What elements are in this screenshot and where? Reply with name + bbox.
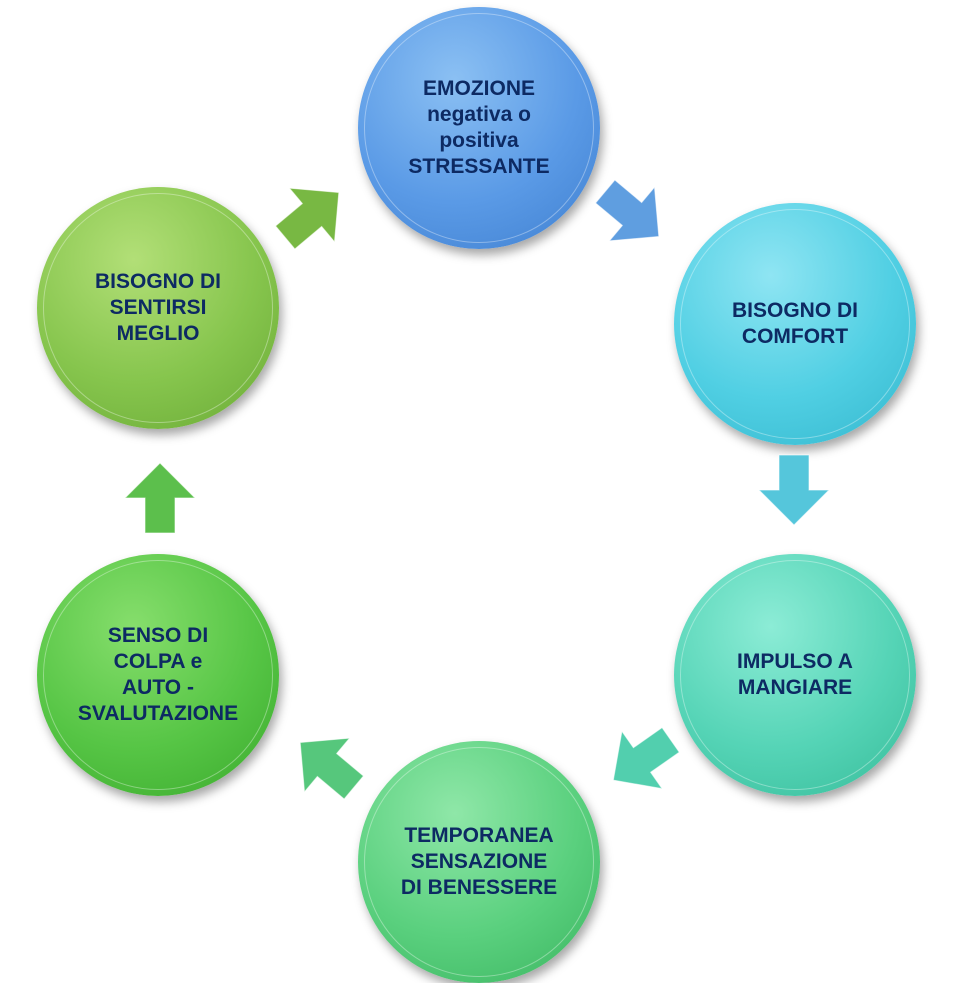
arrow-shape <box>299 737 365 800</box>
node-impulso: IMPULSO A MANGIARE <box>674 554 916 796</box>
node-bisogno-meglio-label: BISOGNO DI SENTIRSI MEGLIO <box>94 270 221 345</box>
arrow-impulso-to-temporanea <box>586 704 697 815</box>
node-emozione-label: EMOZIONE negativa o positiva STRESSANTE <box>408 77 550 178</box>
node-senso-colpa-label: SENSO DI COLPA e AUTO - SVALUTAZIONE <box>77 624 239 725</box>
node-temporanea-label: TEMPORANEA SENSAZIONE DI BENESSERE <box>400 824 558 899</box>
arrow-temporanea-to-colpa <box>271 709 384 822</box>
node-bisogno-meglio: BISOGNO DI SENTIRSI MEGLIO <box>37 187 279 429</box>
arrow-shape <box>123 462 197 534</box>
node-impulso-label: IMPULSO A MANGIARE <box>737 650 853 699</box>
arrow-emozione-to-comfort <box>576 158 689 271</box>
arrow-shape <box>274 187 340 250</box>
node-emozione: EMOZIONE negativa o positiva STRESSANTE <box>358 7 600 249</box>
arrow-comfort-to-impulso <box>754 450 834 530</box>
node-senso-colpa: SENSO DI COLPA e AUTO - SVALUTAZIONE <box>37 554 279 796</box>
arrow-shape <box>757 454 831 526</box>
arrow-shape <box>594 179 660 242</box>
arrow-meglio-to-emozione <box>256 159 369 272</box>
arrow-colpa-to-meglio <box>120 458 200 538</box>
node-bisogno-comfort-label: BISOGNO DI COMFORT <box>731 299 858 348</box>
node-bisogno-comfort: BISOGNO DI COMFORT <box>674 203 916 445</box>
arrow-shape <box>612 726 680 790</box>
node-temporanea: TEMPORANEA SENSAZIONE DI BENESSERE <box>358 741 600 983</box>
